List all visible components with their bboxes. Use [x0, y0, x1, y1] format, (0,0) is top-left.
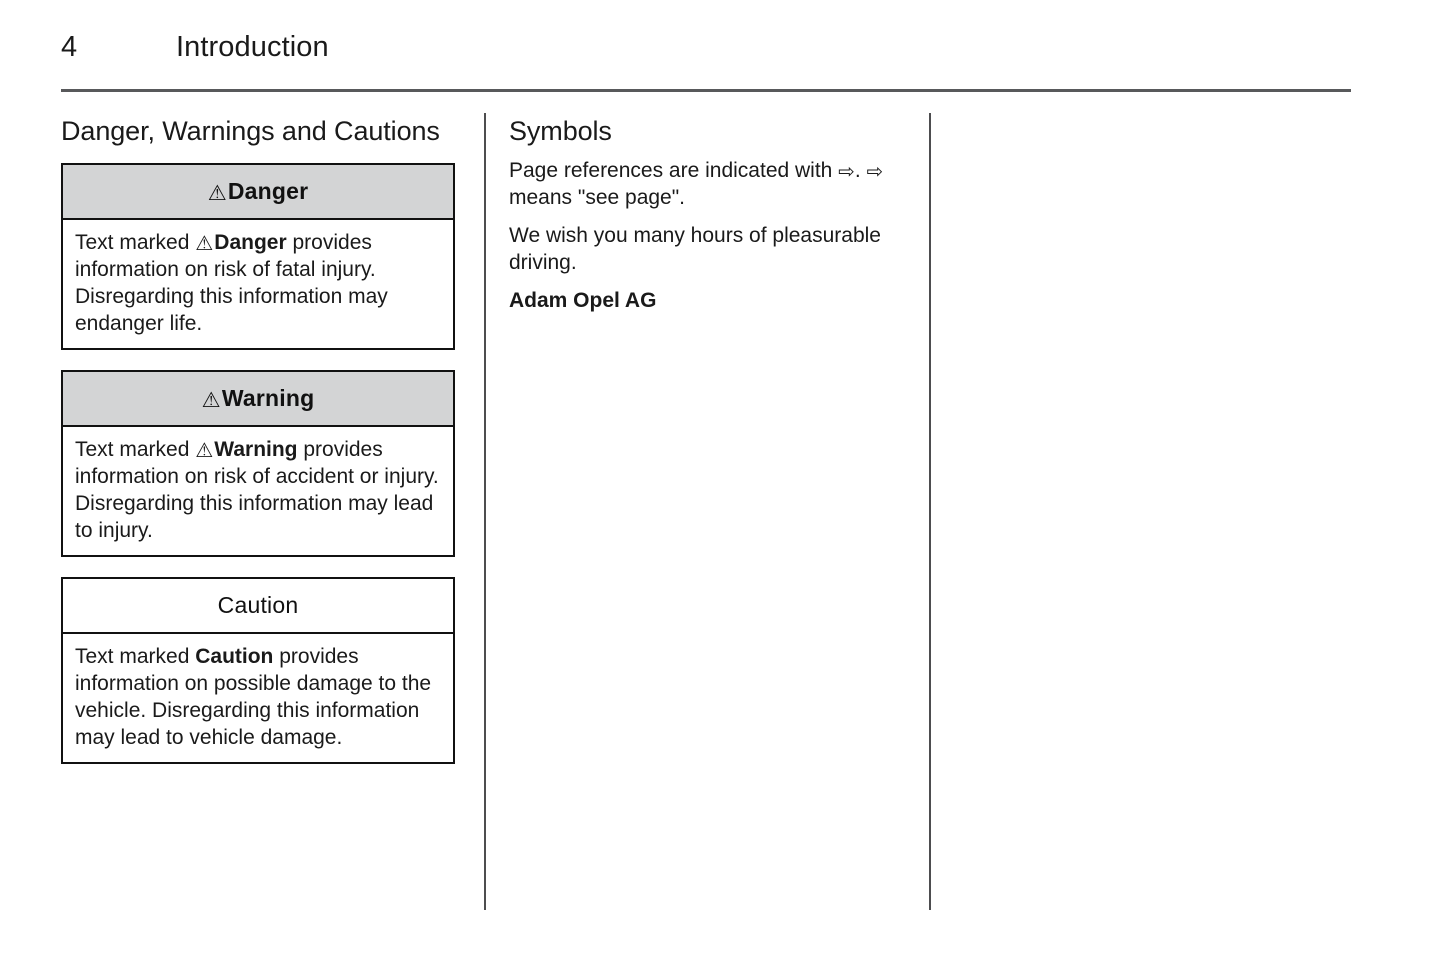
notice-header-label: Danger [227, 178, 309, 204]
company-signature: Adam Opel AG [509, 289, 657, 312]
notice-body-keyword: Caution [195, 645, 274, 668]
page-reference-arrow-icon: ⇨ [866, 159, 884, 183]
notice-body-danger: Text marked ⚠Danger provides information… [63, 220, 453, 348]
symbols-text-c: means "see page". [509, 186, 686, 209]
symbols-paragraph: Page references are indicated with ⇨. ⇨ … [509, 157, 909, 211]
notice-header-caution: Caution [63, 579, 453, 634]
page-number: 4 [61, 31, 78, 63]
notice-body-keyword: Danger [214, 231, 287, 254]
symbols-text-b: . [854, 159, 861, 182]
section-title-symbols: Symbols [509, 116, 612, 146]
notice-body-lead: Text marked [75, 231, 190, 254]
notice-body-lead: Text marked [75, 438, 190, 461]
notice-header-danger: ⚠Danger [63, 165, 453, 220]
notice-body-rest: provides information on risk of accident… [75, 438, 439, 542]
warning-triangle-icon: ⚠ [201, 387, 221, 412]
left-column: Danger, Warnings and Cautions ⚠Danger Te… [61, 113, 455, 784]
notice-body-caution: Text marked Caution provides information… [63, 634, 453, 762]
notice-body-warning: Text marked ⚠Warning provides informatio… [63, 427, 453, 555]
warning-triangle-icon: ⚠ [207, 180, 227, 205]
header-rule [61, 89, 1351, 92]
symbols-text-a: Page references are indicated with [509, 159, 833, 182]
notice-header-label: Warning [221, 385, 315, 411]
chapter-title: Introduction [176, 31, 329, 63]
middle-column: Symbols Page references are indicated wi… [509, 113, 909, 314]
notice-body-keyword: Warning [214, 438, 298, 461]
page-reference-arrow-icon: ⇨ [838, 159, 855, 183]
notice-box-warning: ⚠Warning Text marked ⚠Warning provides i… [61, 370, 455, 557]
notice-box-danger: ⚠Danger Text marked ⚠Danger provides inf… [61, 163, 455, 350]
notice-body-rest: provides information on possible damage … [75, 645, 432, 749]
closing-paragraph: We wish you many hours of pleasurable dr… [509, 224, 881, 274]
warning-triangle-icon: ⚠ [195, 231, 214, 255]
warning-triangle-icon: ⚠ [195, 438, 214, 462]
section-title-danger-warnings-cautions: Danger, Warnings and Cautions [61, 116, 440, 146]
column-divider-2 [929, 113, 931, 910]
notice-header-warning: ⚠Warning [63, 372, 453, 427]
notice-body-rest: provides information on risk of fatal in… [75, 231, 388, 335]
notice-header-label: Caution [217, 592, 299, 618]
column-divider-1 [484, 113, 486, 910]
page-header: 4 Introduction [61, 28, 1351, 70]
notice-body-lead: Text marked [75, 645, 190, 668]
notice-box-caution: Caution Text marked Caution provides inf… [61, 577, 455, 764]
